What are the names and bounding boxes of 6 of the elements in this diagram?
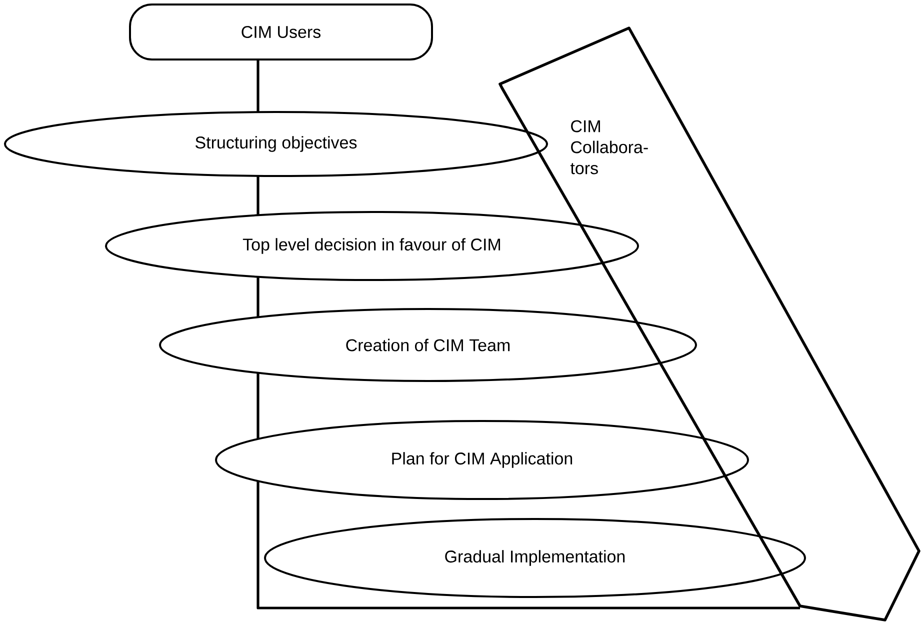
connector-line xyxy=(256,176,260,216)
connector-line xyxy=(256,372,260,439)
connector-line xyxy=(256,276,260,318)
rounded-box: CIM Users xyxy=(129,4,433,60)
connector-line xyxy=(256,60,260,112)
connector-line xyxy=(256,481,800,610)
